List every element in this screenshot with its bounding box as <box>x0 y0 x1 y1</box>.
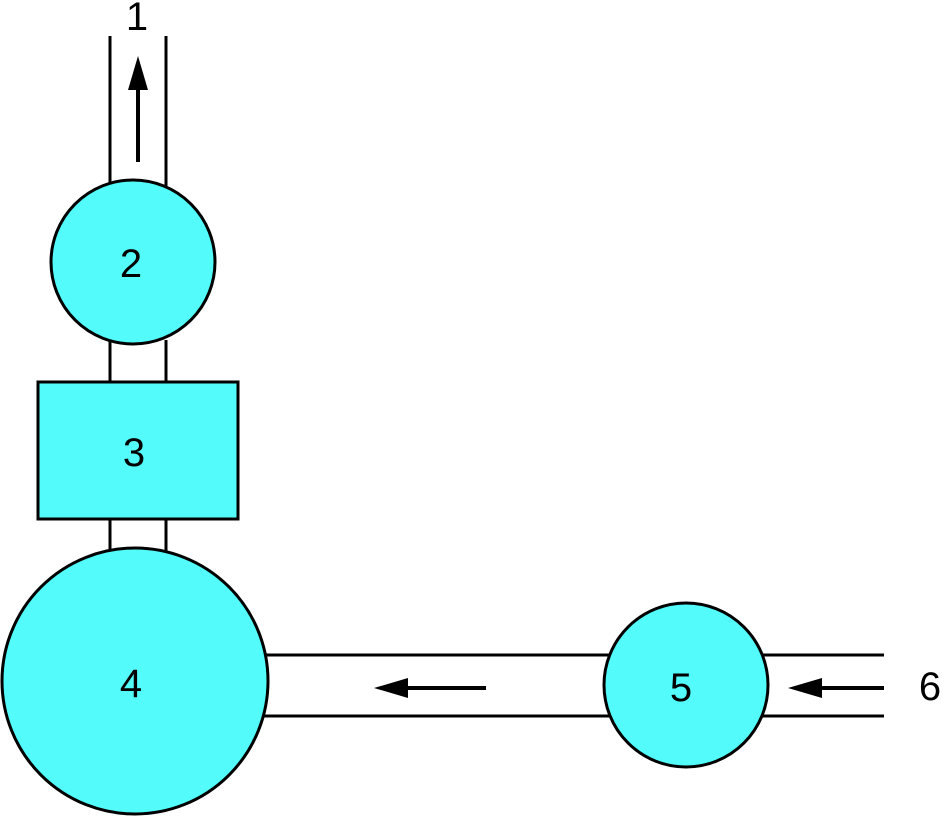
inlet-label: 6 <box>919 665 941 709</box>
outlet-label: 1 <box>126 0 148 39</box>
small-circle <box>602 601 770 769</box>
middle-box <box>36 380 240 521</box>
middle-box-label: 3 <box>123 431 145 475</box>
large-circle <box>0 546 270 816</box>
small-circle-label: 5 <box>670 666 692 710</box>
pipe-3-4 <box>108 518 168 552</box>
horizontal-flow-arrow <box>374 678 486 698</box>
pipe-2-3 <box>108 340 168 382</box>
top-circle <box>49 178 217 346</box>
inlet-pipe <box>762 653 884 718</box>
large-circle-label: 4 <box>120 662 142 706</box>
outlet-pipe <box>108 36 168 186</box>
top-circle-label: 2 <box>120 242 142 286</box>
pipe-4-5 <box>262 653 612 718</box>
outlet-flow-arrow <box>128 56 148 162</box>
inlet-flow-arrow <box>788 678 884 698</box>
